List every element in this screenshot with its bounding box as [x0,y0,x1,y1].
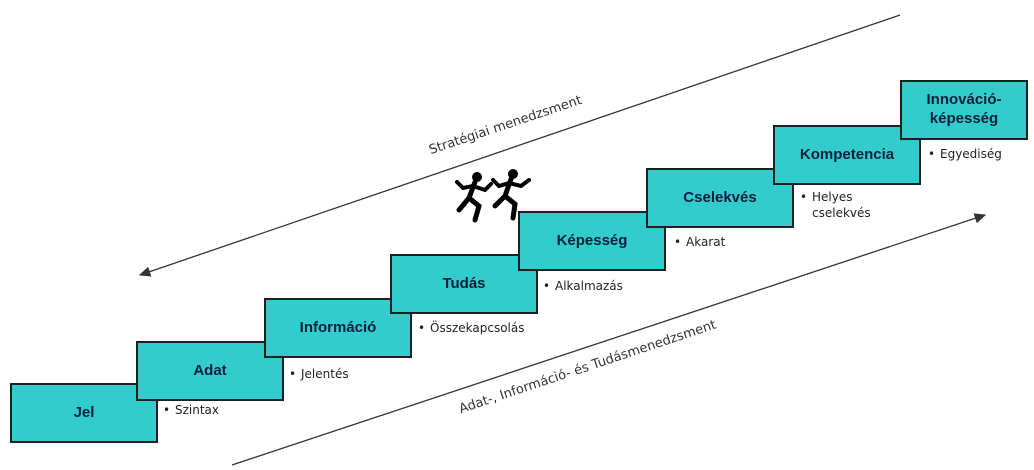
step-cselekves-label: Cselekvés [683,188,757,206]
step-tudas-label: Tudás [442,274,486,292]
step-kepesseg-label: Képesség [556,231,628,249]
step-informacio-label: Információ [299,318,377,336]
bullet-icon: • [928,147,936,161]
step-innovacio-label-line1: Innováció- [926,91,1002,109]
step-innovacio-kepesseg: Innováció- képesség [900,80,1028,140]
note-helyes-cselekves: •Helyes cselekvés [800,190,871,220]
note-alkalmazas: •Alkalmazás [543,279,623,293]
step-adat-label: Adat [193,361,227,379]
step-innovacio-label-line2: képesség [929,110,999,127]
data-information-knowledge-arrow [231,213,987,466]
bullet-icon: • [800,190,808,204]
note-szintax: •Szintax [163,403,220,417]
step-informacio: Információ [264,298,412,358]
step-kompetencia-label: Kompetencia [799,145,895,163]
bullet-icon: • [163,403,171,417]
step-jel-label: Jel [73,403,95,421]
step-tudas: Tudás [390,254,538,314]
step-kepesseg: Képesség [518,211,666,271]
step-kompetencia: Kompetencia [773,125,921,185]
note-jelentes: •Jelentés [289,367,349,381]
note-osszekapcsolas: •Összekapcsolás [418,321,525,335]
bullet-icon: • [543,279,551,293]
bullet-icon: • [674,235,682,249]
note-akarat: •Akarat [674,235,726,249]
strategic-management-arrow [138,14,901,277]
step-cselekves: Cselekvés [646,168,794,228]
note-egyediseg: •Egyediség [928,147,1002,161]
bullet-icon: • [418,321,426,335]
running-people-icon [455,169,531,223]
step-jel: Jel [10,383,158,443]
bullet-icon: • [289,367,297,381]
step-adat: Adat [136,341,284,401]
